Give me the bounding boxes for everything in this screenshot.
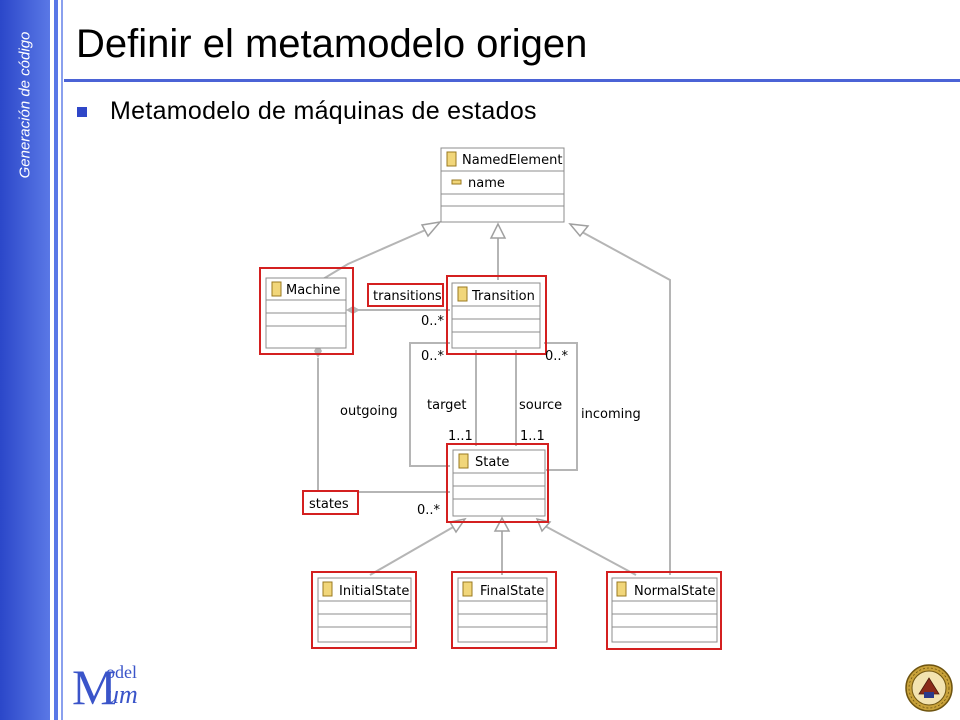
class-initialstate: InitialState (311, 571, 417, 649)
role-states: states (309, 497, 349, 512)
role-target: target (427, 398, 467, 413)
class-name-namedelement: NamedElement (462, 153, 562, 168)
class-icon (462, 581, 473, 597)
multiplicity-outgoing: 0..* (421, 349, 445, 364)
class-transition: Transition (446, 275, 547, 355)
multiplicity-states: 0..* (417, 503, 441, 518)
attribute-icon (451, 179, 462, 185)
multiplicity-incoming: 0..* (545, 349, 569, 364)
sidebar-band (0, 0, 50, 720)
multiplicity-target: 1..1 (448, 429, 473, 444)
class-icon (446, 151, 457, 167)
multiplicity-source: 1..1 (520, 429, 545, 444)
title-underline (64, 79, 960, 82)
university-seal-icon (905, 664, 953, 712)
class-icon (322, 581, 333, 597)
class-name-finalstate: FinalState (480, 584, 544, 599)
role-outgoing: outgoing (340, 404, 398, 419)
inherit-line-initialstate (369, 525, 456, 576)
class-finalstate: FinalState (451, 571, 557, 649)
association-labels: transitions states outgoing target sourc… (309, 289, 641, 518)
class-icon (271, 281, 282, 297)
class-name-normalstate: NormalState (634, 584, 715, 599)
class-icon (616, 581, 627, 597)
role-transitions: transitions (373, 289, 442, 304)
highlight-transition (446, 275, 547, 355)
highlight-state (446, 443, 549, 523)
class-icon (457, 286, 468, 302)
model-um-logo: M odel um (72, 662, 172, 712)
class-namedelement: NamedElement name (440, 147, 565, 223)
class-machine: Machine (259, 267, 354, 355)
highlight-machine (259, 267, 354, 355)
highlight-transitions-role (367, 283, 444, 307)
highlight-normalstate (606, 571, 722, 650)
bullet-text: Metamodelo de máquinas de estados (110, 97, 537, 125)
class-normalstate: NormalState (606, 571, 722, 650)
inherit-line-normalstate (581, 231, 671, 575)
slide-title: Definir el metamodelo origen (76, 22, 588, 66)
class-name-machine: Machine (286, 283, 340, 298)
assoc-line-outgoing (409, 342, 450, 467)
sidebar-stripe (54, 0, 58, 720)
diagram-connectors (317, 227, 671, 576)
role-incoming: incoming (581, 407, 641, 422)
logo-bottom-text: um (106, 680, 138, 709)
class-name-transition: Transition (471, 289, 535, 304)
role-source: source (519, 398, 562, 413)
arrowhead-transition (489, 222, 507, 239)
class-name-state: State (475, 455, 509, 470)
class-name-initialstate: InitialState (339, 584, 409, 599)
assoc-line-incoming (544, 342, 578, 471)
logo-top-text: odel (106, 662, 137, 682)
multiplicity-transitions: 0..* (421, 314, 445, 329)
logo-letter: M (72, 659, 117, 715)
inherit-line-normal-state (544, 525, 637, 576)
sidebar-stripe-thin (61, 0, 63, 720)
highlight-states-role (302, 490, 359, 515)
arrowhead-normalstate (568, 223, 590, 238)
assoc-line-states (317, 358, 450, 493)
inherit-line-machine (317, 227, 431, 283)
attribute-name: name (468, 176, 505, 191)
arrowhead-finalstate (493, 516, 511, 532)
arrowhead-machine (420, 220, 442, 238)
highlight-initialstate (311, 571, 417, 649)
highlight-finalstate (451, 571, 557, 649)
class-icon (458, 453, 469, 469)
bullet-square-icon (77, 107, 87, 117)
arrowhead-initialstate (448, 517, 467, 534)
class-state: State (446, 443, 549, 523)
